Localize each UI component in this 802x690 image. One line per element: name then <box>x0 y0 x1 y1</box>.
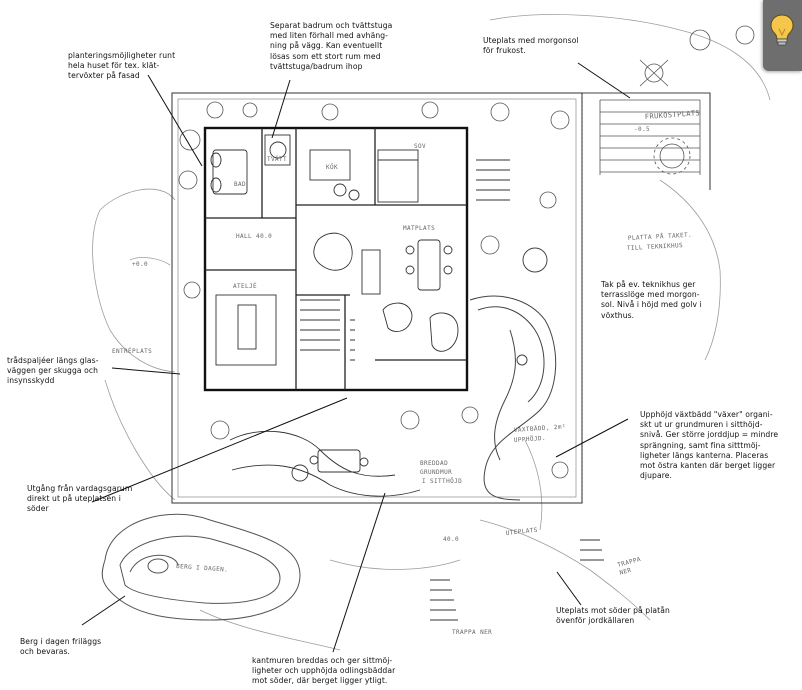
interior-walls <box>205 128 467 390</box>
furniture <box>210 134 510 366</box>
label-trappa-ner: TRAPPANER <box>617 556 644 577</box>
annotation-utgang: Utgång från vardagsgarum direkt ut på ut… <box>27 484 133 514</box>
house-walls <box>203 126 469 392</box>
south-terrace <box>229 430 604 621</box>
label-sitthojd: I SITTHÖJD <box>422 478 462 485</box>
label-vaxtbadd: VÄXTBÄDD, 2m² <box>514 423 567 434</box>
annotation-uteplats-morgon: Uteplats med morgonsol för frukost. <box>483 36 579 56</box>
terrain-contours <box>92 14 771 651</box>
bedrock-outline <box>101 513 301 621</box>
label-bad: BAD <box>234 181 246 188</box>
label-grundmur: GRUNDMUR <box>420 469 452 476</box>
annotation-kantmuren: kantmuren breddas och ger sittmöj- lighe… <box>252 656 396 686</box>
breakfast-terrace <box>599 59 701 175</box>
label-sov: SOV <box>414 143 426 150</box>
label-entreplats: ENTRÉPLATS <box>112 347 152 355</box>
label-platta: PLATTA PÅ TAKET. <box>628 232 692 242</box>
annotation-plantering: planteringsmöjligheter runt hela huset f… <box>68 51 176 81</box>
annotation-upphojd-vaxtbadd: Upphöjd växtbädd "växer" organi- skt ut … <box>640 410 779 481</box>
leader-lines <box>81 62 631 653</box>
label-level-b: 40.0 <box>443 536 459 543</box>
label-upphojd: UPPHÖJD. <box>514 435 547 444</box>
label-frukostplats: FRUKOSTPLATS <box>645 109 701 121</box>
raised-bed <box>469 247 557 501</box>
label-tvatt: TVÄTT <box>267 156 287 163</box>
annotation-badrum: Separat badrum och tvättstuga med liten … <box>270 21 393 71</box>
label-uteplats: UTEPLATS <box>505 527 538 537</box>
annotation-uteplats-soder: Uteplats mot söder på platån övenför jor… <box>556 606 670 626</box>
annotation-tradspaljeer: trådspaljéer längs glas- väggen ger skug… <box>7 356 99 386</box>
plot-boundary <box>171 92 711 504</box>
sketch-labels: FRUKOSTPLATS -0.5 PLATTA PÅ TAKET. TILL … <box>112 109 700 636</box>
label-breddad: BREDDAD <box>420 460 448 467</box>
label-kok: KÖK <box>326 164 338 171</box>
shrubs <box>178 25 755 479</box>
label-teknikhus: TILL TEKNIKHUS <box>627 242 683 252</box>
label-level-c: -0.5 <box>634 126 650 133</box>
label-level-a: +0.0 <box>132 261 148 268</box>
label-trappa-ner-2: TRAPPA NER <box>452 629 492 636</box>
label-atelje: ATELJÉ <box>233 282 257 290</box>
label-matplats: MATPLATS <box>403 225 435 232</box>
annotation-tak: Tak på ev. teknikhus ger terrasslöge med… <box>601 280 702 320</box>
hint-button[interactable] <box>763 0 802 71</box>
lightbulb-icon <box>770 14 794 46</box>
annotation-berg: Berg i dagen friläggs och bevaras. <box>20 637 102 657</box>
label-hall: HALL 40.0 <box>236 233 272 240</box>
label-berg-i-dagen: BERG I DAGEN. <box>176 563 229 574</box>
